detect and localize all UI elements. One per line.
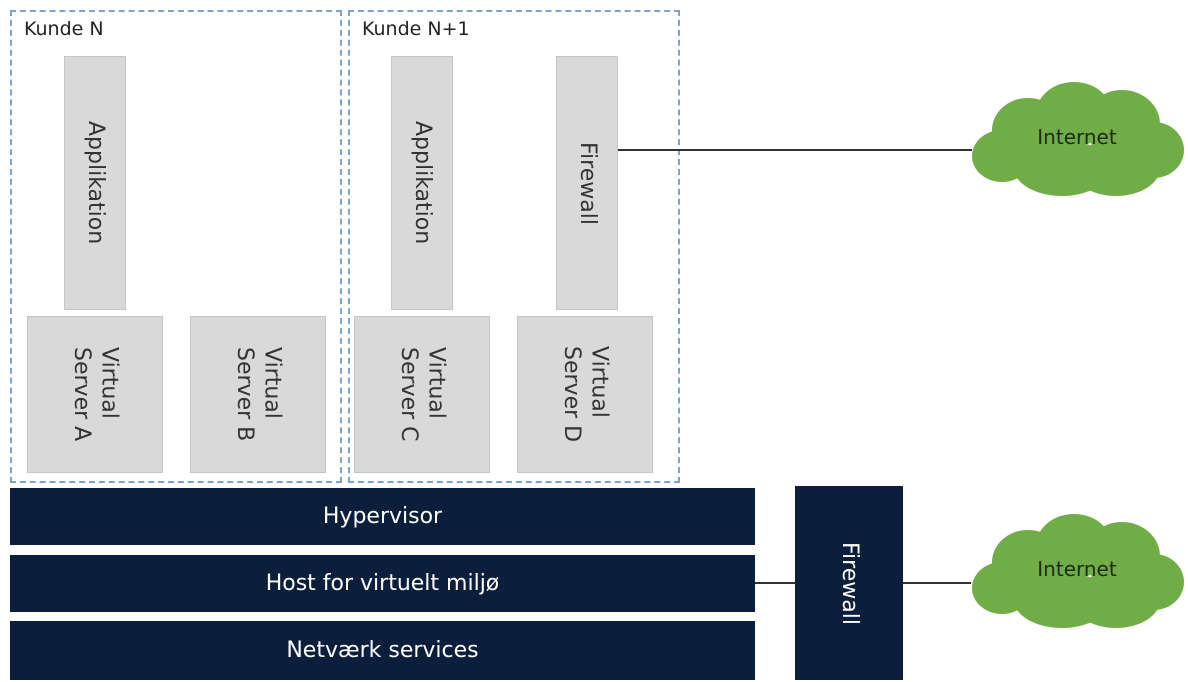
connector-line xyxy=(903,582,971,584)
virtual-server-b: Virtual Server B xyxy=(190,316,326,473)
host-label: Host for virtuelt miljø xyxy=(265,571,500,596)
virtual-server-label: Virtual Server B xyxy=(232,347,285,442)
network-services-layer: Netværk services xyxy=(10,621,755,680)
customer-firewall-label: Firewall xyxy=(574,141,600,225)
host-layer: Host for virtuelt miljø xyxy=(10,555,755,612)
network-services-label: Netværk services xyxy=(286,638,479,663)
virtual-server-d: Virtual Server D xyxy=(517,316,653,473)
customer-label: Kunde N+1 xyxy=(362,18,470,40)
virtual-server-label: Virtual Server C xyxy=(396,347,449,442)
internet-label: Internet xyxy=(1037,125,1117,149)
hypervisor-label: Hypervisor xyxy=(322,504,443,529)
customer-box-n: Kunde N xyxy=(10,10,342,483)
hypervisor-layer: Hypervisor xyxy=(10,488,755,545)
internet-cloud: Internet xyxy=(966,80,1188,198)
customer-label: Kunde N xyxy=(24,18,104,40)
connector-line xyxy=(618,149,972,151)
cloud-icon xyxy=(972,514,1184,628)
cloud-icon xyxy=(972,82,1184,196)
main-firewall-box: Firewall xyxy=(795,486,903,680)
main-firewall-label: Firewall xyxy=(836,541,862,625)
customer-box-n-plus-1: Kunde N+1 xyxy=(348,10,680,483)
virtual-server-a: Virtual Server A xyxy=(27,316,163,473)
application-box: Applikation xyxy=(64,56,126,310)
connector-line xyxy=(755,582,795,584)
virtual-server-label: Virtual Server D xyxy=(559,346,612,443)
virtual-server-label: Virtual Server A xyxy=(69,347,122,442)
application-label: Applikation xyxy=(82,121,108,245)
internet-cloud: Internet xyxy=(966,512,1188,630)
application-label: Applikation xyxy=(409,121,435,245)
internet-label: Internet xyxy=(1037,557,1117,581)
virtual-server-c: Virtual Server C xyxy=(354,316,490,473)
application-box: Applikation xyxy=(391,56,453,310)
customer-firewall-box: Firewall xyxy=(556,56,618,310)
